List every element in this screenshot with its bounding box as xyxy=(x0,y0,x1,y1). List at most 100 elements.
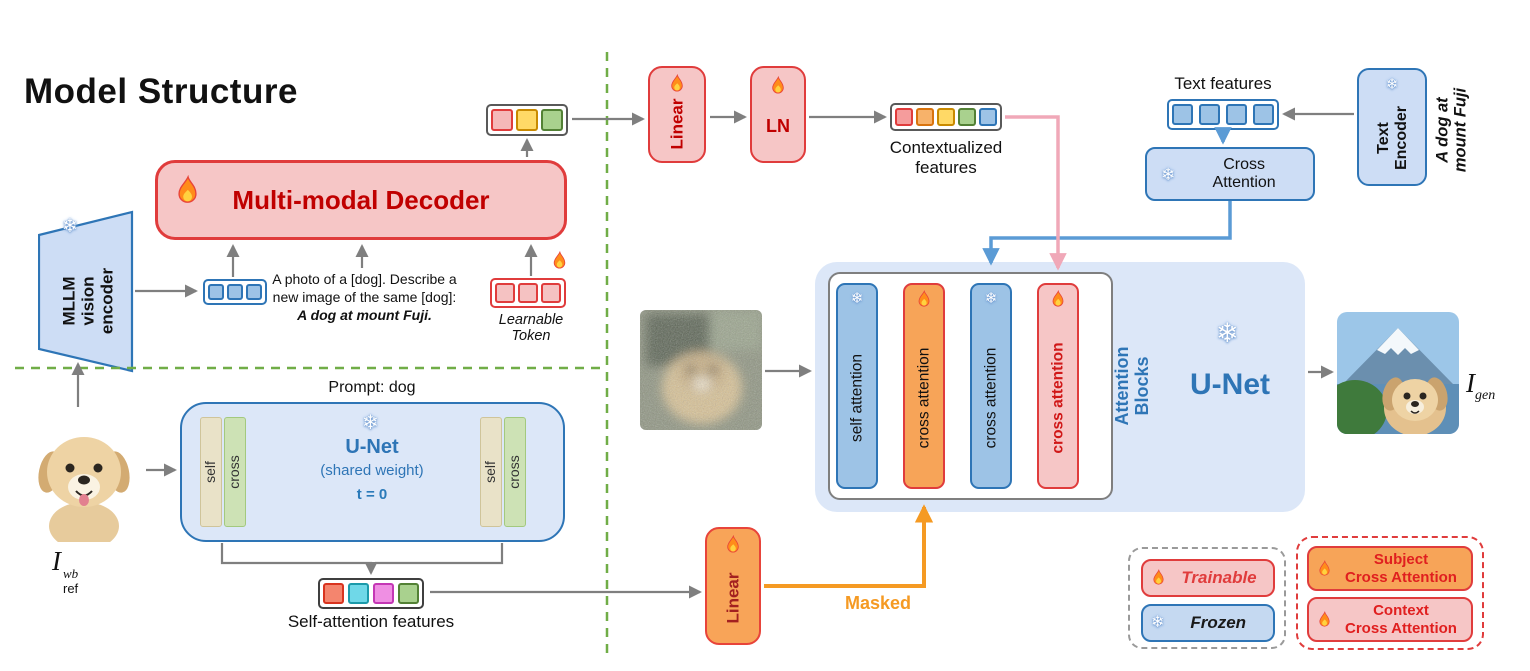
cross-column-label: cross xyxy=(506,455,523,489)
subject-cross-attention-chip: Subject Cross Attention xyxy=(1307,546,1473,591)
feature-token xyxy=(937,108,955,126)
learnable-token-label: Learnable Token xyxy=(498,312,564,344)
cross-column xyxy=(224,417,246,527)
noisy-latent-image xyxy=(640,310,762,430)
self-column xyxy=(200,417,222,527)
context-cross-attention-chip: Context Cross Attention xyxy=(1307,597,1473,642)
ref-dog-image xyxy=(25,410,143,550)
self-column-label: self xyxy=(202,461,219,483)
attention-blocks-label: Attention Blocks xyxy=(1111,346,1152,426)
linear-top-box xyxy=(648,66,706,163)
bar-label-context-cross-attention: cross attention xyxy=(1049,342,1067,454)
fire-icon xyxy=(551,251,568,271)
snowflake-icon: ❄ xyxy=(984,290,998,307)
feature-token xyxy=(895,108,913,126)
gen-image-label: Igen xyxy=(1466,368,1496,403)
feature-token xyxy=(541,109,563,131)
page-title: Model Structure xyxy=(24,72,298,111)
trainable-label: Trainable xyxy=(1181,568,1257,587)
fire-icon xyxy=(174,175,201,207)
subject-cross-attention-label: Subject Cross Attention xyxy=(1345,551,1457,586)
decoder-prompt-text: A photo of a [dog]. Describe a new image… xyxy=(262,270,467,325)
snowflake-icon: ❄ xyxy=(62,216,78,237)
feature-token xyxy=(495,283,515,303)
frozen-chip: ❄ Frozen xyxy=(1141,604,1275,642)
feature-token xyxy=(916,108,934,126)
text-features-label: Text features xyxy=(1174,74,1272,93)
snowflake-icon: ❄ xyxy=(1216,318,1239,348)
fire-icon xyxy=(1317,559,1332,578)
feature-token xyxy=(398,583,419,604)
contextualized-token-row xyxy=(890,103,1002,131)
feature-token xyxy=(348,583,369,604)
feature-token xyxy=(323,583,344,604)
attention-bar-subject-cross xyxy=(903,283,945,489)
feature-token xyxy=(491,109,513,131)
text-encoder-label: Text Encoder xyxy=(1375,106,1410,171)
feature-token xyxy=(1253,104,1274,125)
fire-icon xyxy=(916,290,932,309)
unet-title: U-Net xyxy=(1190,368,1270,401)
text-encoder-box: ❄ xyxy=(1357,68,1427,186)
linear-top-label: Linear xyxy=(667,98,687,150)
shared-unet-timestep: t = 0 xyxy=(356,486,388,503)
text-features-token-row xyxy=(1167,99,1279,130)
ln-box: LN xyxy=(750,66,806,163)
vision-encoder-shape xyxy=(37,210,134,373)
fire-icon xyxy=(1317,610,1332,629)
visual-token-row xyxy=(203,279,267,305)
bar-label-frozen-cross-attention: cross attention xyxy=(982,347,1000,449)
feature-token xyxy=(246,284,262,300)
snowflake-icon: ❄ xyxy=(850,290,864,307)
masked-label: Masked xyxy=(845,593,912,613)
contextualized-features-label: Contextualized features xyxy=(889,138,1003,177)
bar-label-self-attention: self attention xyxy=(848,354,866,442)
decoder-prompt-normal: A photo of a [dog]. Describe a new image… xyxy=(272,271,457,306)
feature-token xyxy=(373,583,394,604)
self-attention-token-row xyxy=(318,578,424,609)
feature-token xyxy=(958,108,976,126)
snowflake-icon: ❄ xyxy=(1151,614,1165,631)
feature-token xyxy=(208,284,224,300)
context-cross-attention-label: Context Cross Attention xyxy=(1345,602,1457,637)
multimodal-decoder: Multi-modal Decoder xyxy=(155,160,567,240)
frozen-label: Frozen xyxy=(1190,613,1247,632)
encoder-prompt-vertical: A dog at mount Fuji xyxy=(1433,87,1470,173)
feature-token xyxy=(518,283,538,303)
self-column xyxy=(480,417,502,527)
fire-icon xyxy=(1151,569,1166,587)
feature-token xyxy=(516,109,538,131)
feature-token xyxy=(1172,104,1193,125)
snowflake-icon: ❄ xyxy=(362,412,379,434)
feature-token xyxy=(979,108,997,126)
learnable-token-row xyxy=(490,278,566,308)
feature-token xyxy=(227,284,243,300)
attention-bar-self: ❄ xyxy=(836,283,878,489)
linear-bottom-box xyxy=(705,527,761,645)
cross-column xyxy=(504,417,526,527)
cross-attention-label: Cross Attention xyxy=(1212,155,1276,191)
fire-icon xyxy=(725,535,742,555)
fire-icon xyxy=(669,74,686,94)
decoder-output-token-row xyxy=(486,104,568,136)
generated-image xyxy=(1337,312,1459,434)
fire-icon xyxy=(770,76,787,96)
cross-attention-box: ❄ Cross Attention xyxy=(1145,147,1315,201)
multimodal-decoder-label: Multi-modal Decoder xyxy=(232,184,490,215)
attention-bar-context-cross xyxy=(1037,283,1079,489)
ln-label: LN xyxy=(766,116,790,136)
feature-token xyxy=(1226,104,1247,125)
self-attention-features-label: Self-attention features xyxy=(287,612,455,631)
fire-icon xyxy=(1050,290,1066,309)
decoder-prompt-emphasis: A dog at mount Fuji. xyxy=(297,307,432,324)
legend-cross-attention: Subject Cross Attention Context Cross At… xyxy=(1296,536,1484,650)
snowflake-icon: ❄ xyxy=(1161,164,1176,184)
shared-unet-title: U-Net xyxy=(345,436,399,458)
self-column-label: self xyxy=(482,461,499,483)
feature-token xyxy=(541,283,561,303)
cross-column-label: cross xyxy=(226,455,243,489)
mllm-vision-encoder xyxy=(37,210,134,373)
mllm-vision-encoder-label: MLLM vision encoder xyxy=(59,267,117,335)
